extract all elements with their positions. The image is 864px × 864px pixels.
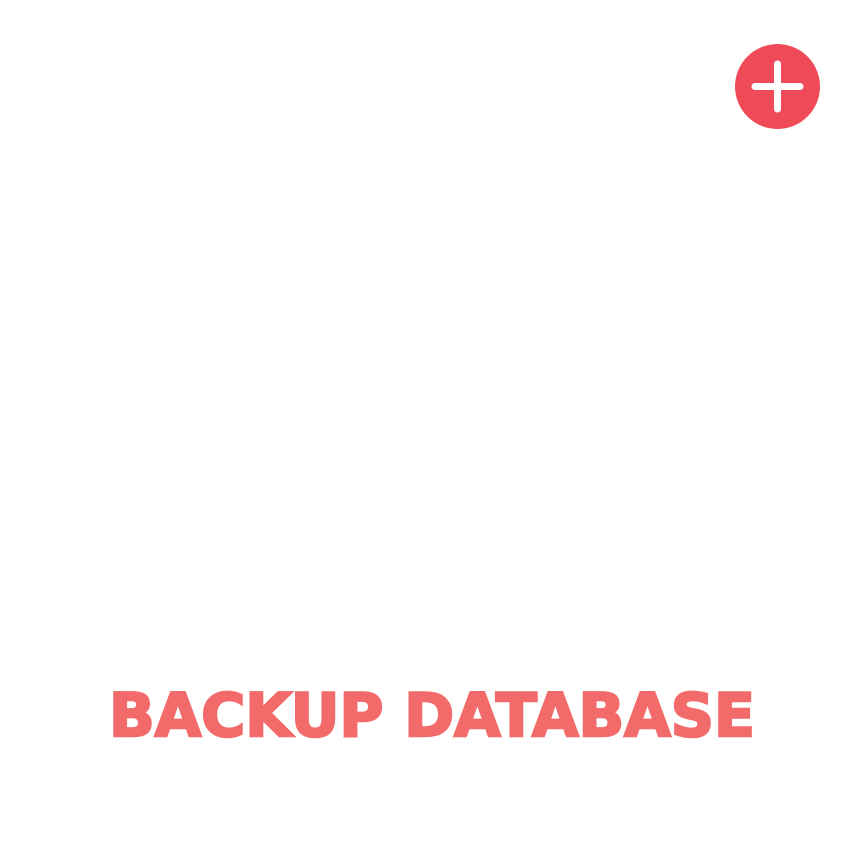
add-button[interactable]: [735, 44, 820, 129]
page-title: BACKUP DATABASE: [108, 681, 756, 752]
plus-icon: [751, 60, 804, 113]
